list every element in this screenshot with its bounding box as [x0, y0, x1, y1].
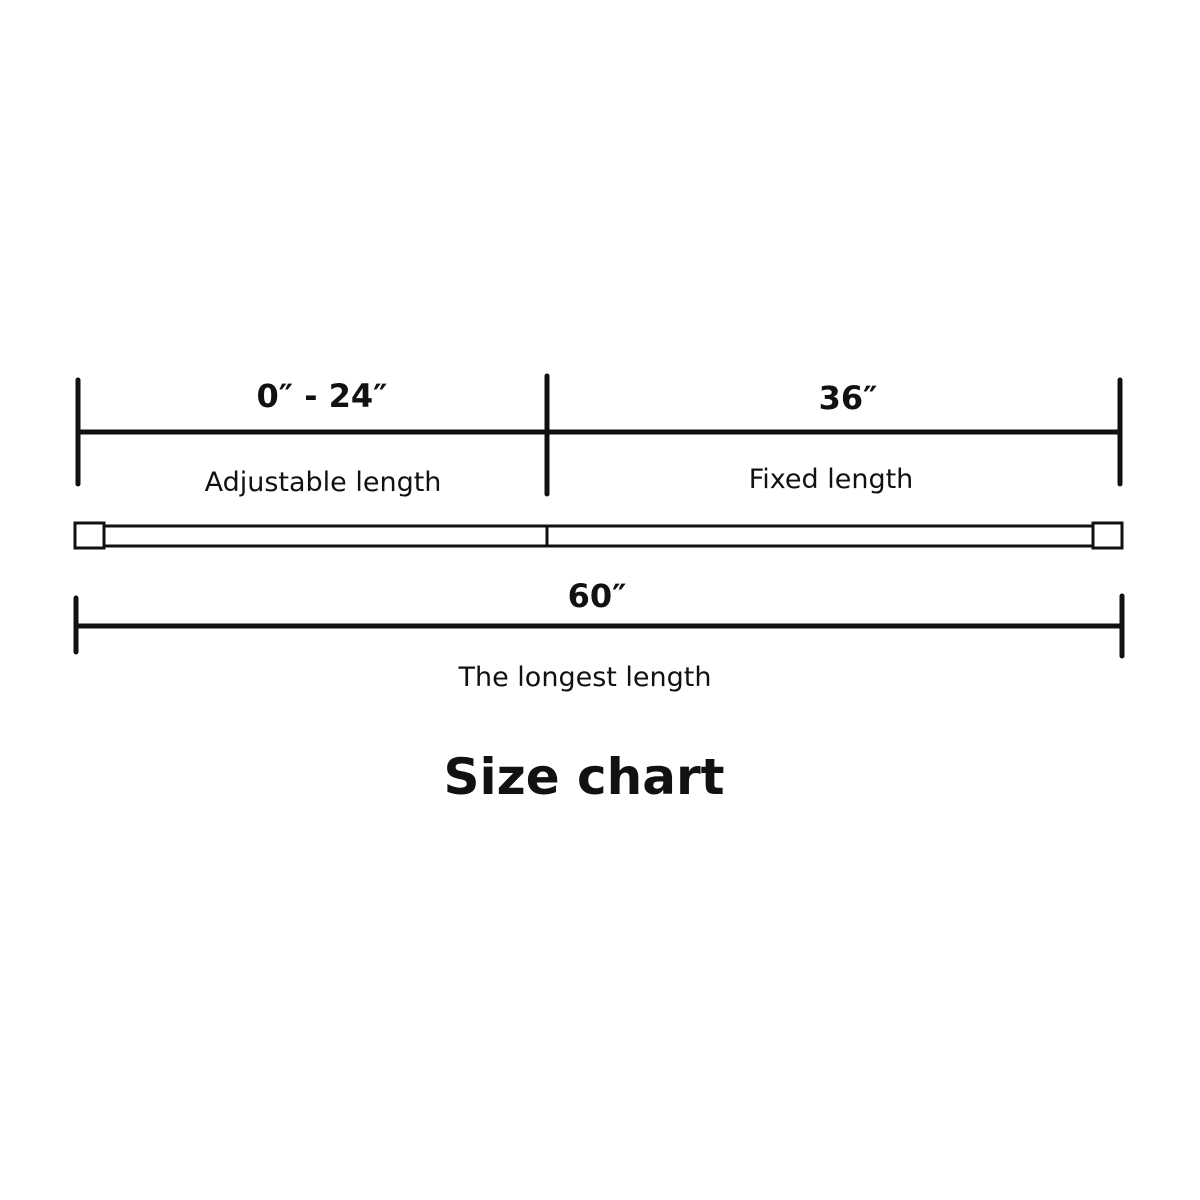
adjustable-measurement: 0″ - 24″ [256, 377, 388, 415]
diagram-title: Size chart [443, 748, 725, 806]
fixed-measurement: 36″ [818, 379, 878, 417]
rod-body [98, 524, 1098, 548]
adjustable-caption: Adjustable length [204, 467, 442, 498]
fixed-caption: Fixed length [748, 464, 914, 495]
total-measurement: 60″ [567, 577, 627, 615]
left-end-cap [73, 521, 106, 550]
right-end-cap [1091, 521, 1124, 550]
total-caption: The longest length [458, 662, 712, 693]
